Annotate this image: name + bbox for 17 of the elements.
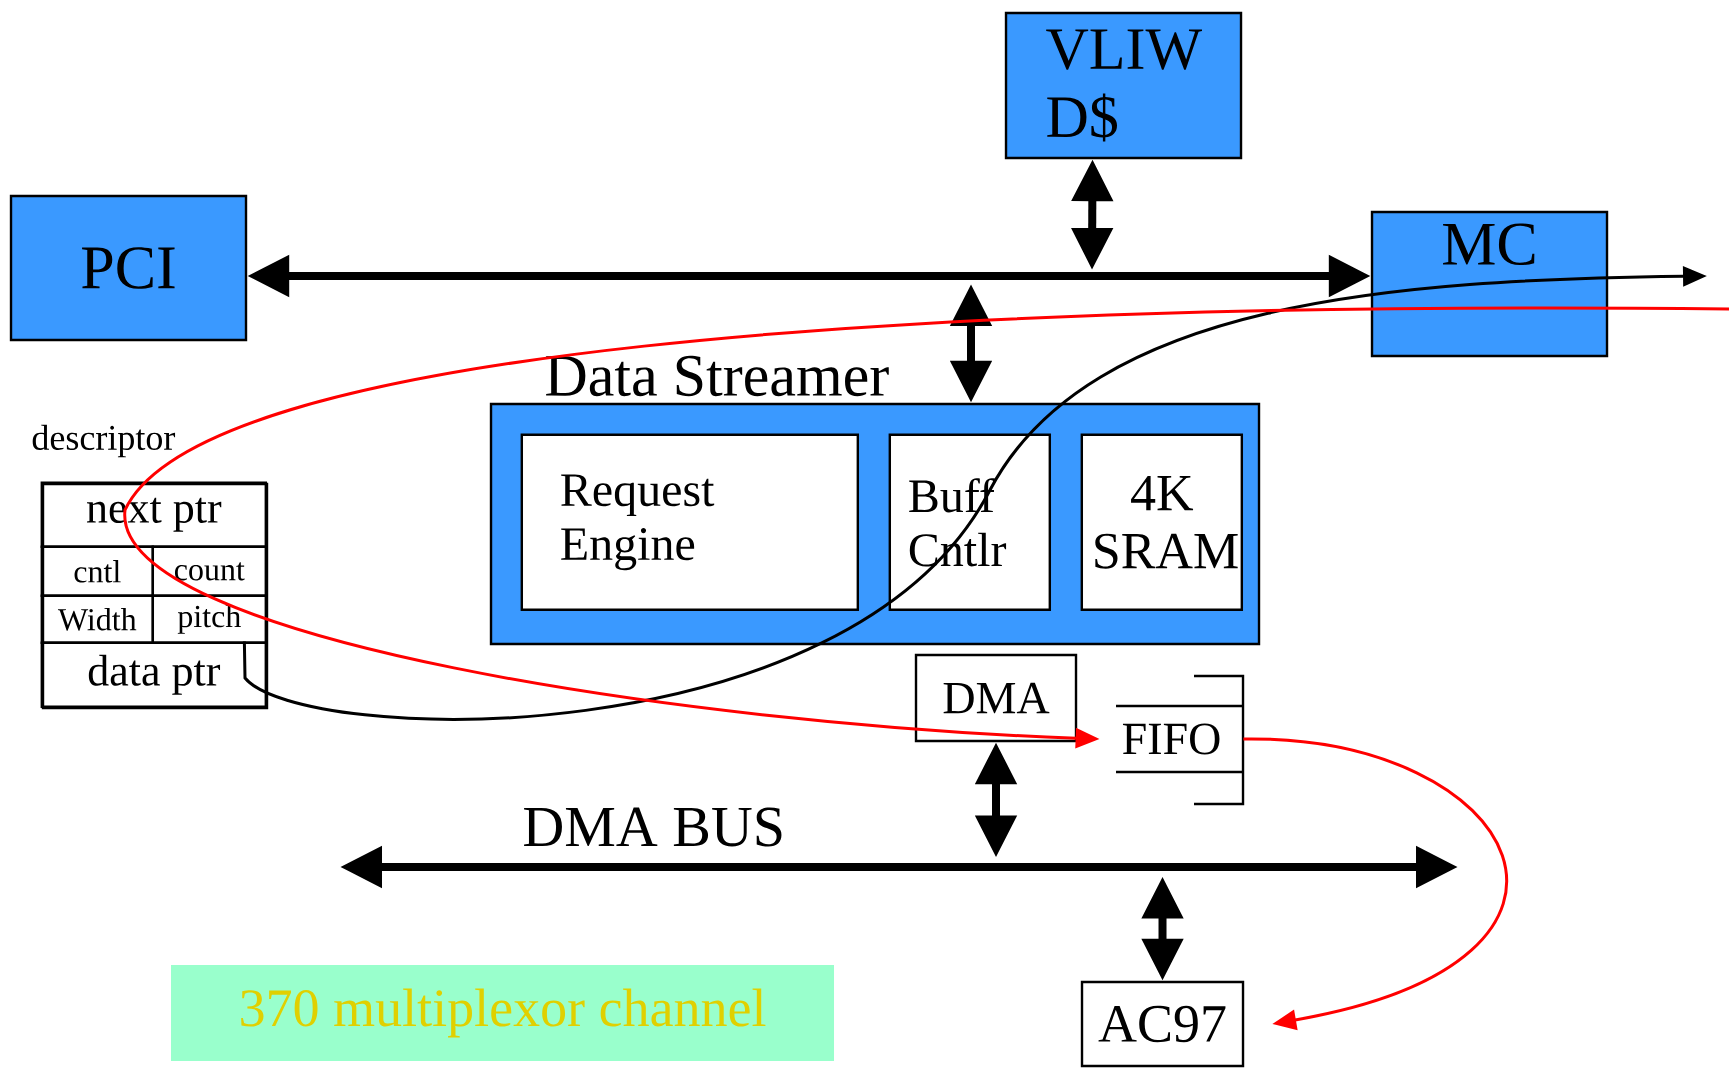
curved-arrow	[1243, 737, 1508, 1031]
table-cell: count	[151, 545, 267, 597]
engine-box: Request Engine	[520, 433, 859, 611]
interface-box: PCI	[9, 194, 248, 342]
note-box: 370 multiplexor channel	[171, 965, 834, 1061]
heading: Data Streamer	[546, 355, 889, 397]
heading: descriptor	[32, 424, 176, 458]
table-cell: data ptr	[40, 641, 267, 708]
table-cell: Width	[40, 594, 154, 644]
controller-box: MC	[1370, 210, 1609, 358]
dma-box: DMA	[914, 653, 1078, 743]
table-cell: pitch	[151, 594, 267, 644]
cache-box: VLIW D$	[1004, 11, 1243, 160]
heading: DMA BUS	[524, 807, 782, 847]
device-box: AC97	[1080, 980, 1245, 1068]
memory-box: 4K SRAM	[1080, 433, 1243, 611]
table-cell: cntl	[40, 545, 154, 597]
